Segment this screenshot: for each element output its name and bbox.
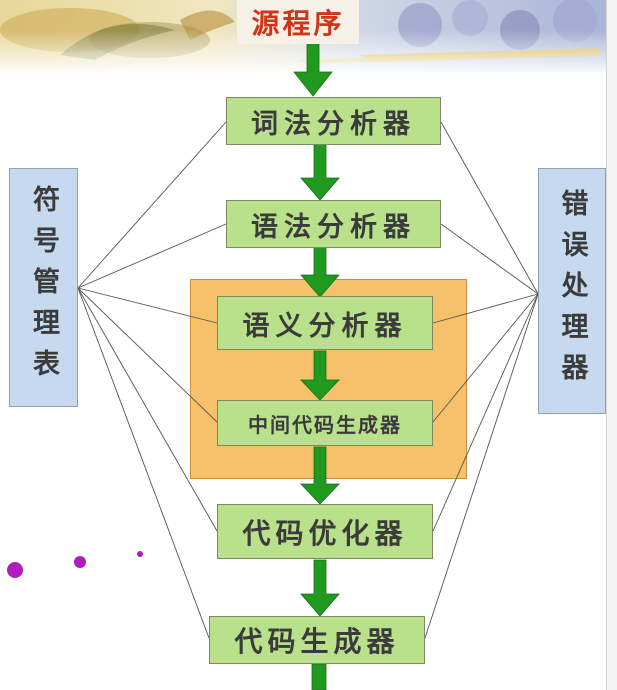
flow-arrows (293, 39, 340, 690)
symbol-table-label: 符号管理表 (28, 185, 59, 390)
decorative-dot (74, 556, 86, 568)
decorative-dot (7, 562, 23, 578)
flow-arrow (300, 350, 340, 401)
semantic-analyzer-box: 语义分析器 (217, 296, 433, 350)
source-program-label: 源程序 (237, 0, 359, 44)
flow-arrow (300, 446, 340, 505)
connector-line (77, 287, 218, 423)
code-optimizer-box: 代码优化器 (217, 504, 433, 559)
syntax-analyzer-label: 语法分析器 (251, 211, 416, 243)
connector-line (77, 223, 227, 289)
connector-line (432, 293, 539, 532)
decorative-dot (137, 551, 143, 557)
connector-line (440, 121, 539, 295)
connector-line (77, 287, 218, 324)
connector-line (77, 287, 218, 532)
semantic-analyzer-label: 语义分析器 (242, 310, 408, 342)
error-handler-label: 错误处理器 (556, 188, 588, 394)
code-generator-label: 代码生成器 (234, 625, 400, 658)
syntax-analyzer-box: 语法分析器 (226, 200, 441, 248)
flow-arrow (300, 245, 340, 298)
connector-line (77, 121, 227, 289)
connector-lines (77, 121, 539, 639)
code-optimizer-label: 代码优化器 (242, 516, 408, 550)
decorative-dots (7, 551, 143, 578)
flow-arrow (300, 142, 340, 201)
flow-arrow (311, 663, 327, 690)
symbol-table-box: 符号管理表 (9, 168, 78, 407)
lexical-analyzer-label: 词法分析器 (251, 108, 416, 140)
connector-line (77, 287, 210, 639)
flow-arrow (293, 39, 333, 97)
connector-line (432, 293, 539, 423)
intermediate-code-generator-label: 中间代码生成器 (248, 412, 402, 437)
flow-arrow (300, 559, 340, 617)
connector-line (424, 293, 539, 639)
intermediate-code-generator-box: 中间代码生成器 (217, 400, 433, 446)
connector-line (432, 293, 539, 324)
slide-edge (606, 0, 617, 690)
lexical-analyzer-box: 词法分析器 (226, 97, 441, 145)
connector-line (440, 223, 539, 295)
error-handler-box: 错误处理器 (538, 168, 606, 414)
code-generator-box: 代码生成器 (209, 616, 425, 664)
